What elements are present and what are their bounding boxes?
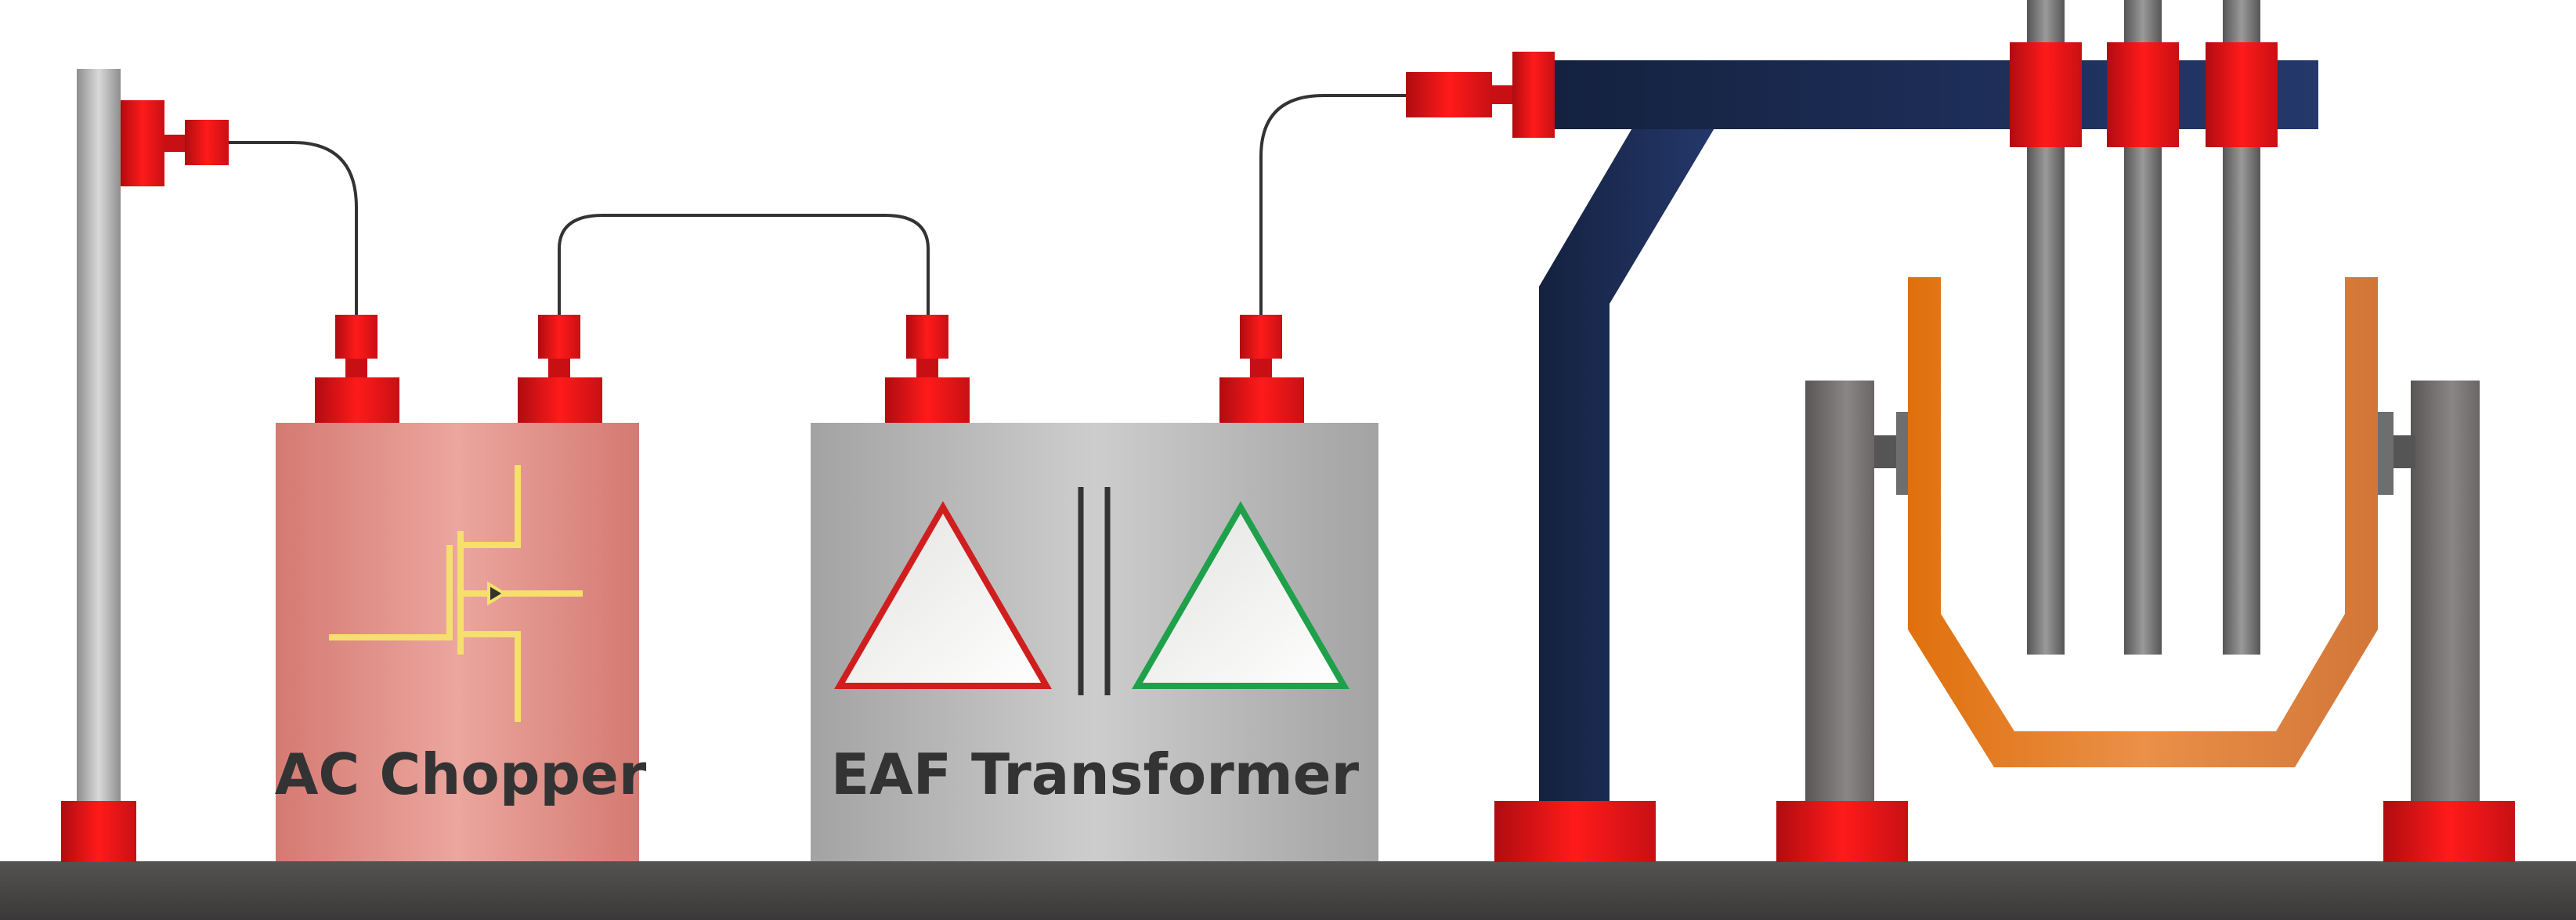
ground-base xyxy=(0,861,2576,920)
ac-chopper: AC Chopper xyxy=(275,315,647,861)
eaf-transformer: EAF Transformer xyxy=(811,315,1378,861)
secondary-winding-triangle-icon xyxy=(1132,501,1349,689)
support-right-base xyxy=(2383,801,2515,862)
busbar-horizontal xyxy=(1547,60,2318,129)
cables xyxy=(229,94,1406,315)
busbar-connector xyxy=(1406,52,1555,138)
electric-arc-furnace xyxy=(1776,0,2515,862)
supply-pole-base xyxy=(61,801,136,862)
transformer-label: EAF Transformer xyxy=(831,741,1360,807)
chopper-terminal-right xyxy=(518,315,602,423)
primary-winding-triangle-icon xyxy=(834,501,1052,689)
support-left-base xyxy=(1776,801,1908,862)
transformer-terminal-right xyxy=(1219,315,1304,423)
furnace-support-right xyxy=(2411,381,2480,801)
electrode-clamp-2 xyxy=(2107,42,2179,147)
supply-pole xyxy=(61,69,229,862)
busbar-column-base xyxy=(1494,801,1656,862)
cable-transformer-to-busbar xyxy=(1259,94,1406,315)
chopper-label: AC Chopper xyxy=(275,741,647,807)
supply-connector xyxy=(121,100,164,186)
busbar-arm xyxy=(1406,52,2318,862)
transformer-terminal-left xyxy=(885,315,970,423)
igbt-transistor-icon xyxy=(329,465,583,722)
electrode-clamp-1 xyxy=(2010,42,2082,147)
busbar-column xyxy=(1539,127,1715,801)
cable-supply-to-chopper xyxy=(229,141,358,315)
cable-chopper-to-transformer xyxy=(558,214,930,315)
furnace-support-left xyxy=(1805,381,1874,801)
electrode-clamp-3 xyxy=(2206,42,2278,147)
chopper-terminal-left xyxy=(315,315,399,423)
